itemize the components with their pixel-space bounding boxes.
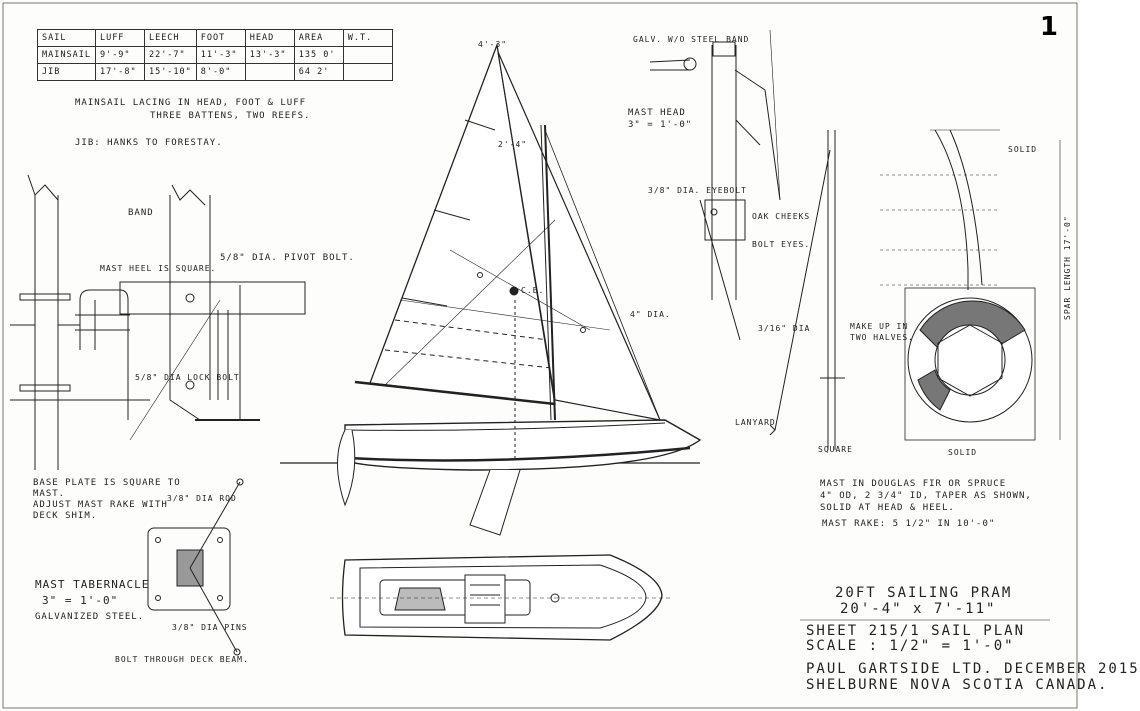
tabernacle-material: GALVANIZED STEEL.	[35, 612, 145, 622]
mid-dim: 2'-4"	[498, 140, 528, 149]
base-plate-note-1: BASE PLATE IS SQUARE TO	[33, 478, 181, 488]
bolt-through-label: BOLT THROUGH DECK BEAM.	[115, 655, 249, 664]
header-cell: LUFF	[94, 29, 145, 47]
designer-firm: PAUL GARTSIDE LTD. DECEMBER 2015	[806, 661, 1140, 677]
table-cell: 135 0'	[293, 46, 344, 64]
mast	[544, 124, 556, 421]
sail-plan-drawing	[2, 2, 1078, 709]
stay-dia-label: 3/16" DIA	[758, 324, 811, 333]
solid-label: SOLID	[1008, 145, 1038, 154]
boom	[354, 380, 556, 406]
sail-table: SAIL LUFF LEECH FOOT HEAD AREA W.T. MAIN…	[37, 29, 393, 81]
peak-dim: 4'-3"	[478, 40, 508, 49]
table-cell: 9'-9"	[94, 46, 145, 64]
header-cell: AREA	[293, 29, 344, 47]
foot-dim: 4" DIA.	[630, 310, 671, 319]
bolt-eyes-label: BOLT EYES.	[752, 240, 811, 249]
sheave-label: GALV. W/O STEEL BAND	[633, 35, 750, 44]
table-cell: JIB	[37, 63, 96, 81]
designer-location: SHELBURNE NOVA SCOTIA CANADA.	[806, 677, 1109, 693]
mast-note-1: MAST IN DOUGLAS FIR OR SPRUCE	[820, 479, 1007, 489]
mast-note-3: SOLID AT HEAD & HEEL.	[820, 503, 955, 513]
make-up-label-2: TWO HALVES.	[850, 333, 914, 342]
header-cell: SAIL	[37, 29, 96, 47]
header-cell: W.T.	[342, 29, 393, 47]
table-cell: 64 2'	[293, 63, 344, 81]
mast-section	[880, 129, 1061, 441]
square-label: SQUARE	[818, 445, 853, 454]
solid-label-2: SOLID	[948, 448, 978, 457]
table-cell: 8'-0"	[195, 63, 246, 81]
scale-label: SCALE : 1/2" = 1'-0"	[806, 638, 1015, 654]
table-cell: 17'-8"	[94, 63, 145, 81]
mast-heel-label: MAST HEEL IS SQUARE.	[100, 264, 217, 273]
rod-label: 3/8" DIA ROD	[167, 494, 237, 503]
table-cell	[244, 63, 295, 81]
header-cell: FOOT	[195, 29, 246, 47]
table-cell	[342, 63, 393, 81]
sheet-number: 1	[1039, 12, 1058, 42]
drawing-title: 20FT SAILING PRAM	[835, 585, 1013, 601]
sheet-border	[2, 2, 1078, 709]
mainsail-note: MAINSAIL LACING IN HEAD, FOOT & LUFF	[75, 98, 307, 108]
make-up-label-1: MAKE UP IN	[850, 322, 909, 331]
sail-table-header: SAIL LUFF LEECH FOOT HEAD AREA W.T.	[37, 29, 393, 47]
tabernacle-scale: 3" = 1'-0"	[42, 594, 119, 607]
tabernacle-front-elevation	[119, 184, 306, 441]
table-cell: 15'-10"	[143, 63, 197, 81]
jib-note: JIB: HANKS TO FORESTAY.	[75, 138, 223, 148]
masthead-title: MAST HEAD	[628, 108, 686, 118]
mast-rake-note: MAST RAKE: 5 1/2" IN 10'-0"	[822, 519, 996, 529]
tabernacle-plan	[147, 478, 244, 656]
eyebolt-label: 3/8" DIA. EYEBOLT	[648, 186, 747, 195]
mast-note-2: 4" OD, 2 3/4" ID, TAPER AS SHOWN,	[820, 491, 1032, 501]
table-cell: MAINSAIL	[37, 46, 96, 64]
mainsail-note-2: THREE BATTENS, TWO REEFS.	[150, 111, 311, 121]
table-cell	[342, 46, 393, 64]
base-plate-note-4: DECK SHIM.	[33, 511, 98, 521]
deck-plan	[330, 554, 670, 641]
jib	[497, 51, 662, 421]
base-plate-note-2: MAST.	[33, 489, 66, 499]
base-plate-note-3: ADJUST MAST RAKE WITH	[33, 500, 168, 510]
masthead-detail	[649, 29, 781, 341]
table-row: JIB 17'-8" 15'-10" 8'-0" 64 2'	[37, 63, 393, 81]
lanyard-label: LANYARD	[735, 418, 776, 427]
table-cell: 22'-7"	[143, 46, 197, 64]
sheet-label: SHEET 215/1 SAIL PLAN	[806, 623, 1026, 639]
hull-profile	[337, 300, 702, 536]
boat-dimensions: 20'-4" x 7'-11"	[840, 601, 997, 617]
spar-length-label: SPAR LENGTH 17'-0"	[1063, 215, 1072, 320]
header-cell: HEAD	[244, 29, 295, 47]
pins-label: 3/8" DIA PINS	[172, 623, 248, 632]
table-cell: 11'-3"	[195, 46, 246, 64]
table-row: MAINSAIL 9'-9" 22'-7" 11'-3" 13'-3" 135 …	[37, 46, 393, 64]
oak-cheeks-label: OAK CHEEKS	[752, 212, 811, 221]
ce-label: C.E.	[521, 286, 545, 295]
tabernacle-side-elevation	[10, 174, 150, 470]
table-cell: 13'-3"	[244, 46, 295, 64]
masthead-scale: 3" = 1'-0"	[628, 120, 693, 130]
band-label: BAND	[128, 208, 154, 218]
lock-bolt-label: 5/8" DIA LOCK BOLT	[135, 373, 240, 382]
mast-elevation	[769, 130, 845, 450]
tabernacle-title: MAST TABERNACLE	[35, 578, 150, 591]
pivot-bolt-label: 5/8" DIA. PIVOT BOLT.	[220, 253, 355, 263]
header-cell: LEECH	[143, 29, 197, 47]
